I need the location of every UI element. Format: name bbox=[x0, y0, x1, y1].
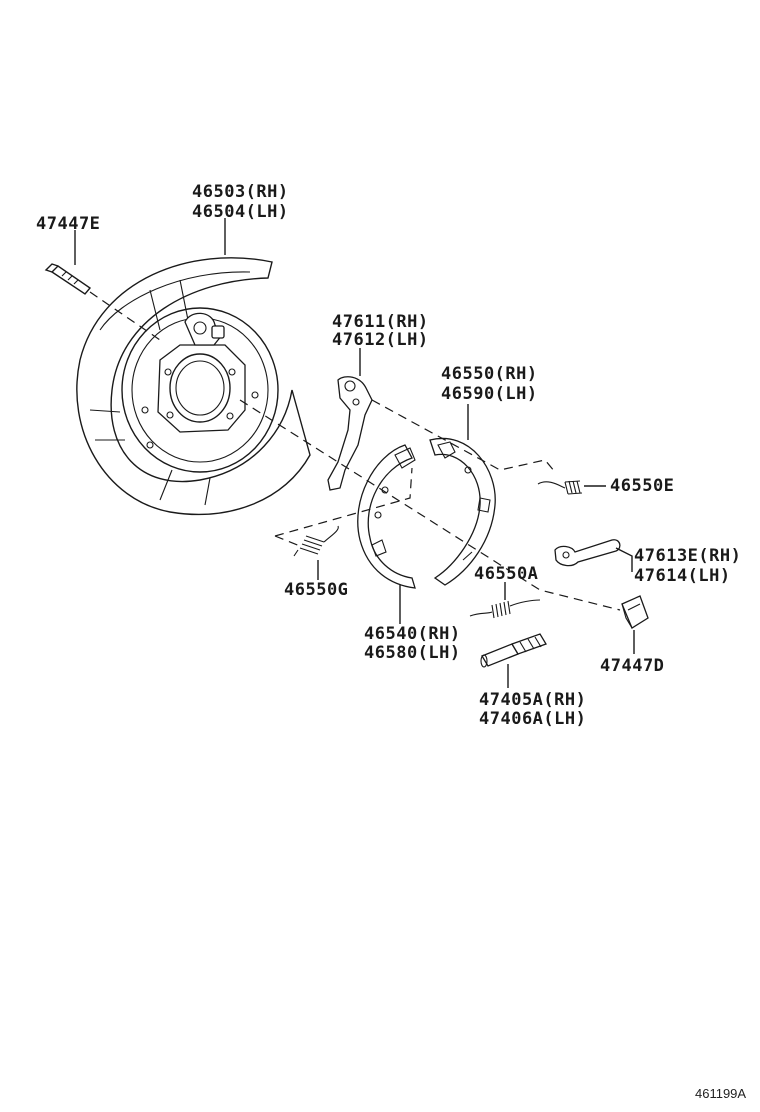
label-47405a-rh[interactable]: 47405A(RH) bbox=[479, 690, 587, 710]
brake-shoe-46540-illustration bbox=[357, 444, 416, 589]
label-46503-rh[interactable]: 46503(RH) bbox=[192, 182, 289, 202]
label-46550g[interactable]: 46550G bbox=[284, 580, 349, 600]
spring-46550g-illustration bbox=[293, 525, 339, 557]
backing-plate-illustration bbox=[76, 257, 311, 516]
label-46590-lh[interactable]: 46590(LH) bbox=[441, 384, 538, 404]
label-47406a-lh[interactable]: 47406A(LH) bbox=[479, 709, 587, 729]
label-47611-rh[interactable]: 47611(RH) bbox=[332, 312, 429, 332]
label-47447d[interactable]: 47447D bbox=[600, 656, 665, 676]
brake-shoe-46550-illustration bbox=[429, 437, 496, 586]
label-47447e[interactable]: 47447E bbox=[36, 214, 101, 234]
adjuster-47613e-illustration bbox=[554, 539, 621, 567]
label-46580-lh[interactable]: 46580(LH) bbox=[364, 643, 461, 663]
leader-lines bbox=[74, 218, 635, 688]
bolt-47447e-illustration bbox=[44, 263, 92, 295]
spring-46550e-illustration bbox=[537, 480, 583, 495]
label-47614-lh[interactable]: 47614(LH) bbox=[634, 566, 731, 586]
adjuster-screw-illustration bbox=[480, 633, 547, 668]
clip-47447d-illustration bbox=[621, 595, 649, 629]
label-46550e[interactable]: 46550E bbox=[610, 476, 675, 496]
label-47613e-rh[interactable]: 47613E(RH) bbox=[634, 546, 742, 566]
label-46504-lh[interactable]: 46504(LH) bbox=[192, 202, 289, 222]
spring-46550a-illustration bbox=[469, 599, 541, 619]
figure-reference-number: 461199A bbox=[695, 1086, 747, 1101]
label-46540-rh[interactable]: 46540(RH) bbox=[364, 624, 461, 644]
label-46550a[interactable]: 46550A bbox=[474, 564, 539, 584]
label-47612-lh[interactable]: 47612(LH) bbox=[332, 330, 429, 350]
label-46550-rh[interactable]: 46550(RH) bbox=[441, 364, 538, 384]
parking-brake-lever-illustration bbox=[327, 376, 373, 491]
